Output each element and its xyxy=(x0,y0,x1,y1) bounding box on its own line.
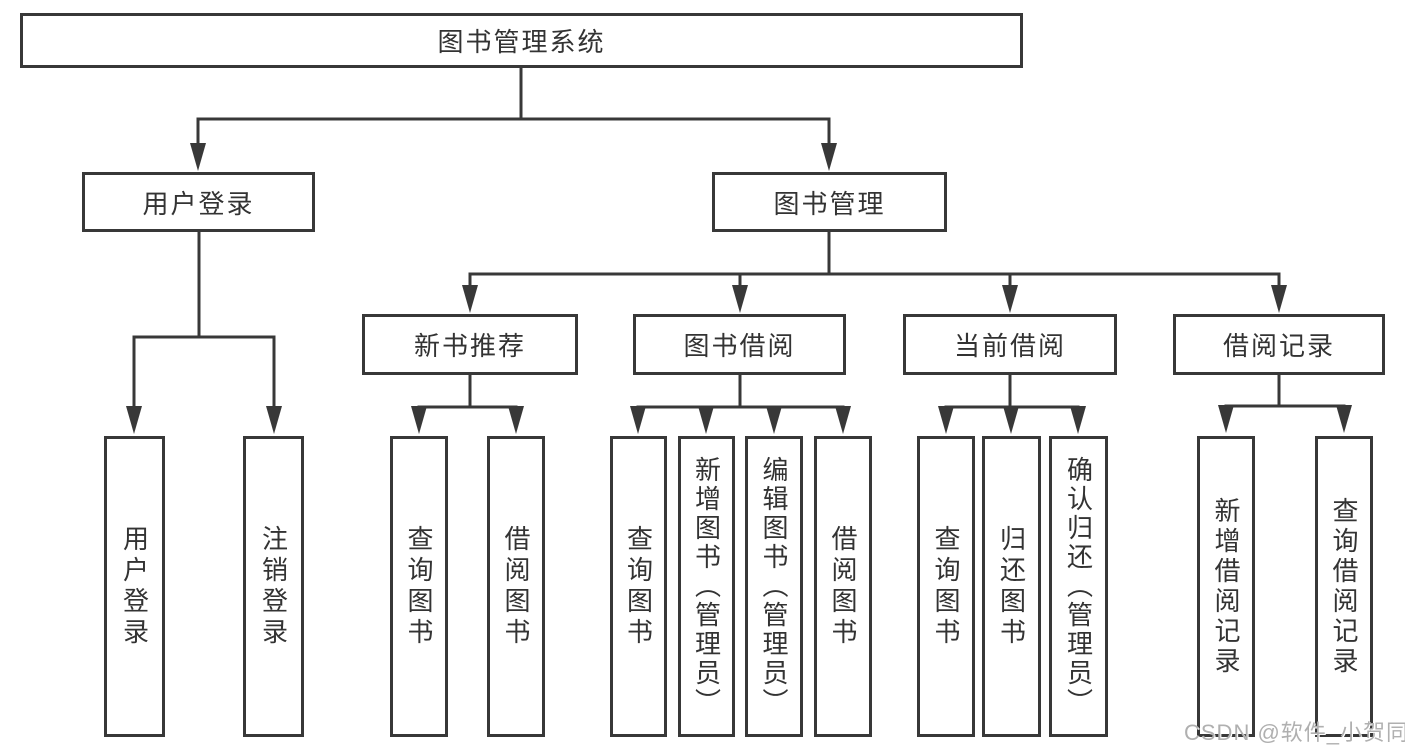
arrow-down-icon xyxy=(126,406,142,434)
arrow-down-icon xyxy=(938,406,954,434)
node-book-borrowing: 图书借阅 xyxy=(633,314,846,375)
leaf-query-borrow-record: 查询借阅记录 xyxy=(1315,436,1373,737)
arrow-down-icon xyxy=(411,406,427,434)
arrow-down-icon xyxy=(1002,285,1018,313)
arrow-down-icon xyxy=(1336,405,1352,433)
connector-borrow-records-to-leaves xyxy=(1224,375,1346,408)
arrow-down-icon xyxy=(766,406,782,434)
connector-book-management-to-level3 xyxy=(468,232,1281,290)
arrow-down-icon xyxy=(835,406,851,434)
connector-new-book-recommend-to-leaves xyxy=(417,375,518,409)
arrow-down-icon xyxy=(732,285,748,313)
connector-root-to-level2 xyxy=(196,68,831,148)
leaf-borrow-books: 借阅图书 xyxy=(814,436,872,737)
node-book-management: 图书管理 xyxy=(712,172,947,232)
leaf-query-books-recommend: 查询图书 xyxy=(390,436,448,737)
connector-user-login-to-leaves xyxy=(132,232,276,410)
arrow-down-icon xyxy=(266,406,282,434)
node-user-login: 用户登录 xyxy=(82,172,315,232)
leaf-add-borrow-record: 新增借阅记录 xyxy=(1197,436,1255,737)
node-current-borrowing: 当前借阅 xyxy=(903,314,1117,375)
leaf-query-books-current: 查询图书 xyxy=(917,436,975,737)
leaf-user-login: 用户登录 xyxy=(104,436,165,737)
leaf-return-books: 归还图书 xyxy=(982,436,1041,737)
arrow-down-icon xyxy=(698,406,714,434)
connector-book-borrowing-to-leaves xyxy=(636,375,845,409)
arrow-down-icon xyxy=(1271,285,1287,313)
leaf-borrow-books-recommend: 借阅图书 xyxy=(487,436,545,737)
arrow-down-icon xyxy=(508,406,524,434)
arrow-down-icon xyxy=(462,285,478,313)
leaf-logout: 注销登录 xyxy=(243,436,304,737)
csdn-watermark: CSDN @软件_小贺同学 xyxy=(1184,720,1405,745)
connector-current-borrowing-to-leaves xyxy=(944,375,1080,409)
leaf-add-books-admin: 新增图书（管理员） xyxy=(678,436,735,737)
arrow-down-icon xyxy=(1003,406,1019,434)
node-new-book-recommend: 新书推荐 xyxy=(362,314,578,375)
arrow-down-icon xyxy=(630,406,646,434)
arrow-down-icon xyxy=(1218,405,1234,433)
leaf-confirm-return-admin: 确认归还（管理员） xyxy=(1049,436,1108,737)
arrow-down-icon xyxy=(190,143,206,171)
leaf-query-books-borrowing: 查询图书 xyxy=(610,436,667,737)
node-root: 图书管理系统 xyxy=(20,13,1023,68)
arrow-down-icon xyxy=(1070,406,1086,434)
leaf-edit-books-admin: 编辑图书（管理员） xyxy=(745,436,803,737)
node-borrow-records: 借阅记录 xyxy=(1173,314,1385,375)
arrow-down-icon xyxy=(821,143,837,171)
